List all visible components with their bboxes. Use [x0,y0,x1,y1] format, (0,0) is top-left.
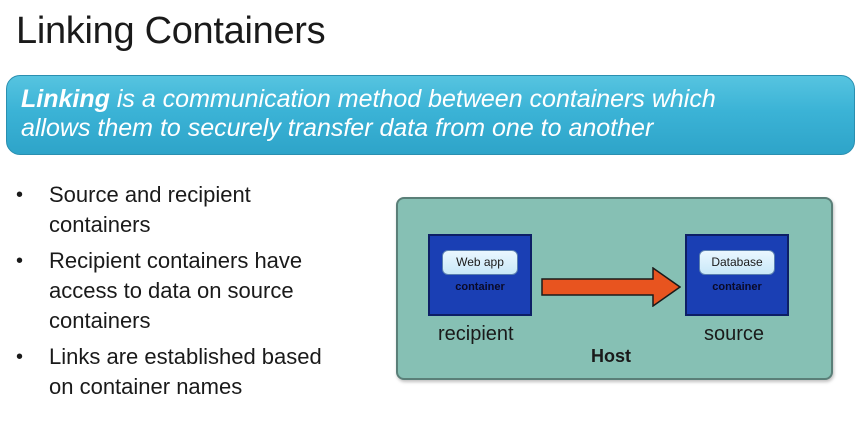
bullet-item: • Source and recipient containers [12,180,382,240]
container-label: container [455,281,505,293]
definition-line-1-text: is a communication method between contai… [109,85,716,113]
bullet-text: Links are established based [49,344,322,369]
page-title: Linking Containers [16,10,326,52]
bullet-icon: • [16,250,24,272]
bullet-text: Recipient containers have [49,248,303,273]
recipient-container-box: Web app container [428,234,532,316]
recipient-caption: recipient [438,323,514,345]
bullet-text: containers [49,212,151,237]
host-label: Host [591,346,631,366]
bullet-item: • Links are established based on contain… [12,342,382,402]
source-caption: source [704,323,765,345]
definition-keyword: Linking [21,85,110,113]
link-arrow-icon [541,267,681,307]
bullet-text: access to data on source [49,278,294,303]
database-label: Database [699,250,775,275]
definition-line-2: allows them to securely transfer data fr… [21,114,654,142]
bullet-item: • Recipient containers have access to da… [12,246,382,336]
container-label: container [712,281,762,293]
definition-banner: Linking is a communication method betwee… [6,75,855,155]
host-box: Web app container Database container rec… [396,197,833,380]
bullet-icon: • [16,346,24,368]
bullet-icon: • [16,184,24,206]
bullet-text: on container names [49,374,243,399]
bullet-list: • Source and recipient containers • Reci… [12,180,382,408]
web-app-label: Web app [442,250,518,275]
bullet-text: Source and recipient [49,182,251,207]
source-container-box: Database container [685,234,789,316]
definition-line-1: Linking is a communication method betwee… [21,85,840,114]
bullet-text: containers [49,308,151,333]
